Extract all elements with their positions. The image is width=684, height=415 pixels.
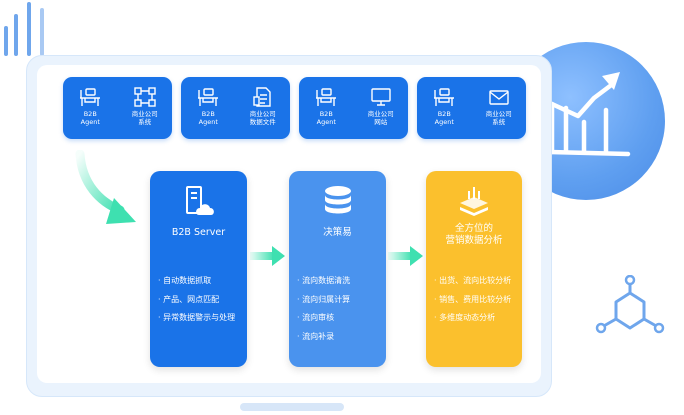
source-right-label: 商业公司 系统	[131, 110, 158, 126]
list-item: · 销售、费用比较分析	[434, 294, 512, 304]
source-card: B2B Agent 商业公司 网站	[299, 77, 408, 139]
network-icon	[134, 87, 156, 107]
decision-panel: 决策易 · 流向数据清洗 · 流向归属计算 · 流向审核 · 流向补录	[289, 171, 386, 367]
list-item: · 流向归属计算	[297, 294, 351, 304]
curved-flow-arrow	[75, 150, 136, 224]
agent-desk-icon	[80, 88, 101, 106]
source-left-label: B2B Agent	[434, 110, 454, 126]
list-item: · 多维度动态分析	[434, 313, 496, 322]
list-item: · 流向审核	[297, 313, 335, 322]
agent-desk-icon	[316, 88, 337, 106]
agent-desk-icon	[434, 88, 455, 106]
decor-bar	[40, 8, 44, 56]
list-item: · 自动数据抓取	[158, 276, 212, 285]
source-card: B2B Agent 商业公司 数据文件	[181, 77, 290, 139]
source-right-label: 商业公司 数据文件	[249, 110, 276, 126]
list-item: · 流向数据清洗	[297, 276, 351, 285]
molecule-icon	[595, 275, 665, 334]
panel-item-list: · 自动数据抓取 · 产品、网点匹配 · 异常数据警示与处理	[158, 272, 243, 328]
marketing-analysis-panel: 全方位的 营销数据分析 · 出货、流向比较分析 · 销售、费用比较分析 · 多维…	[426, 171, 522, 367]
document-icon	[253, 87, 271, 107]
panel-title: B2B Server	[171, 227, 226, 238]
server-cloud-icon	[185, 186, 214, 215]
source-right-label: 商业公司 网站	[367, 110, 394, 126]
panel-item-list: · 出货、流向比较分析 · 销售、费用比较分析 · 多维度动态分析	[434, 272, 518, 328]
panel-item-list: · 流向数据清洗 · 流向归属计算 · 流向审核 · 流向补录	[297, 272, 382, 346]
decor-bar	[4, 26, 8, 56]
agent-desk-icon	[198, 88, 219, 106]
list-item: · 产品、网点匹配	[158, 294, 220, 304]
list-item: · 异常数据警示与处理	[158, 313, 236, 322]
b2b-server-panel: B2B Server · 自动数据抓取 · 产品、网点匹配 · 异常数据警示与处…	[150, 171, 247, 367]
source-card: B2B Agent 商业公司 系统	[63, 77, 172, 139]
decor-bar	[27, 2, 31, 56]
monitor-icon	[371, 88, 391, 106]
list-item: · 出货、流向比较分析	[434, 276, 512, 285]
panel-title: 全方位的 营销数据分析	[445, 223, 503, 246]
funnel-icon	[460, 187, 488, 216]
source-left-label: B2B Agent	[80, 110, 100, 126]
source-card: B2B Agent 商业公司 系统	[417, 77, 526, 139]
list-item: · 流向补录	[297, 331, 335, 341]
decor-bar	[14, 14, 18, 56]
bar-chart-growth-icon	[548, 72, 631, 157]
panel-title: 决策易	[323, 227, 352, 238]
tablet-stand	[240, 403, 344, 411]
mail-icon	[489, 90, 509, 105]
source-left-label: B2B Agent	[316, 110, 336, 126]
flow-arrow-right	[250, 246, 285, 266]
source-left-label: B2B Agent	[198, 110, 218, 126]
flow-arrow-right	[388, 246, 423, 266]
database-icon	[324, 186, 351, 214]
source-right-label: 商业公司 系统	[485, 110, 512, 126]
